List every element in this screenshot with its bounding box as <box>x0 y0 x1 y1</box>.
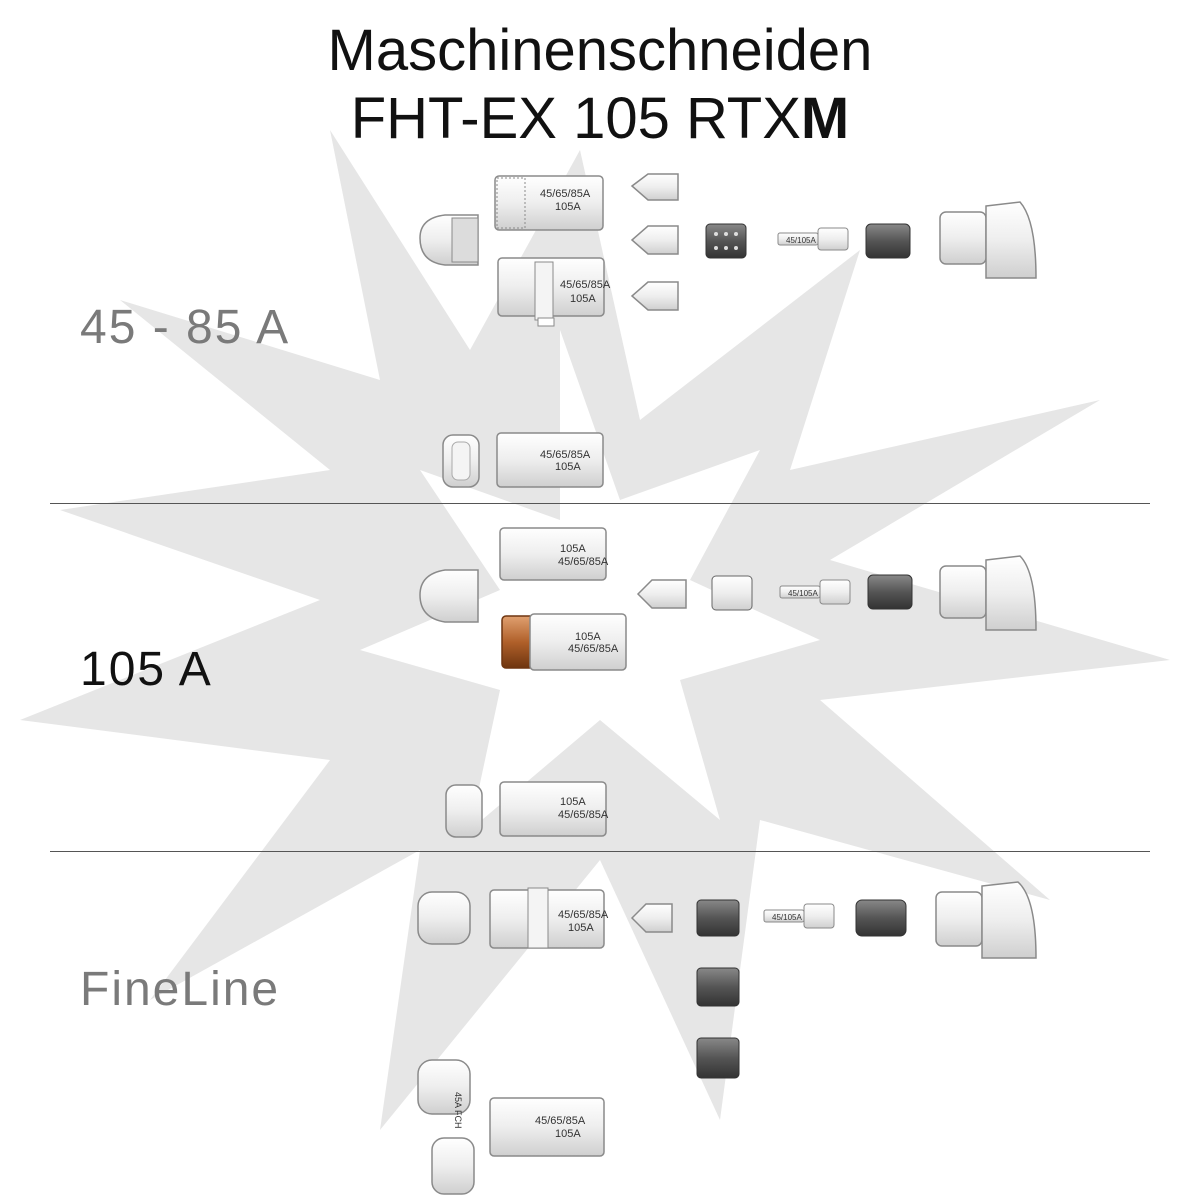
swirl-ring-105 <box>711 575 753 611</box>
electrode-105: 45/105A <box>779 579 851 605</box>
title-model-suffix: M <box>800 86 850 151</box>
part-label-secondary: 45/65/85A <box>568 643 619 655</box>
retaining-cap-105-copper: 105A 45/65/85A <box>501 613 627 671</box>
swirl-ring <box>705 223 747 259</box>
part-label: 45/65/85A <box>560 279 611 291</box>
retaining-cap-45-85-ohmic: 45/65/85A 105A <box>497 257 611 327</box>
nozzle-85a <box>630 281 679 311</box>
shield-flat-105 <box>445 784 483 838</box>
title-model: FHT-EX 105 RTX <box>350 86 801 151</box>
part-label: 45/105A <box>788 589 818 598</box>
swirl-ring-fineline-3 <box>696 1037 740 1079</box>
electrode-holder-fineline <box>855 899 907 937</box>
section-divider-2 <box>50 851 1150 852</box>
shield-flat-fineline <box>431 1137 475 1195</box>
swirl-ring-fineline-2 <box>696 967 740 1007</box>
section-label-105: 105 A <box>80 643 213 696</box>
part-code: 105A <box>555 201 581 213</box>
part-label: 105A <box>575 631 601 643</box>
torch-head-fineline <box>935 881 1037 959</box>
retaining-cap-fineline-bottom: 45/65/85A 105A <box>489 1097 605 1157</box>
electrode-fineline: 45/105A <box>763 903 835 929</box>
part-label: 45/65/85A <box>558 909 609 921</box>
torch-head-105 <box>939 555 1037 631</box>
part-label: 45/65/85A <box>540 188 591 200</box>
part-label: 45/105A <box>772 913 802 922</box>
part-label: 45/65/85A <box>540 449 591 461</box>
part-label: 45/105A <box>786 236 816 245</box>
nozzle-cap-105 <box>419 569 479 623</box>
retaining-cap-105-bottom: 105A 45/65/85A <box>499 781 609 837</box>
swirl-ring-fineline-1 <box>696 899 740 937</box>
part-label: 105A <box>560 796 586 808</box>
title-line-2: FHT-EX 105 RTXM <box>0 88 1200 150</box>
part-label-secondary: 45/65/85A <box>558 809 609 821</box>
electrode-holder <box>865 223 911 259</box>
retaining-cap-105-top: 105A 45/65/85A <box>499 527 609 581</box>
part-label: 45/65/85A <box>535 1115 586 1127</box>
part-label-secondary: 45/65/85A <box>558 556 609 568</box>
section-label-45-85: 45 - 85 A <box>80 301 291 354</box>
nozzle-105a <box>636 579 687 609</box>
nozzle-cap-fineline <box>417 891 471 945</box>
retaining-cap-45-85-bottom: 45/65/85A 105A <box>496 432 604 488</box>
part-code: 105A <box>555 461 581 473</box>
nozzle-65a <box>630 225 679 255</box>
nozzle-fineline <box>630 903 673 933</box>
part-code: 105A <box>555 1128 581 1140</box>
nozzle-cap-fineline-45a-fch: 45A FCH <box>417 1059 471 1129</box>
part-label: 105A <box>560 543 586 555</box>
part-code: 105A <box>568 922 594 934</box>
retaining-cap-fineline: 45/65/85A 105A <box>489 887 609 949</box>
nozzle-45a <box>630 173 679 201</box>
title-line-1: Maschinenschneiden <box>327 18 873 83</box>
retaining-cap-45-85-top: 45/65/85A 105A <box>494 175 604 231</box>
section-divider-1 <box>50 503 1150 504</box>
part-code: 105A <box>570 293 596 305</box>
shield-flat <box>442 434 480 488</box>
electrode: 45/105A <box>777 227 849 251</box>
torch-head <box>939 201 1037 279</box>
nozzle-cap <box>419 214 479 266</box>
part-label: 45A FCH <box>453 1092 463 1129</box>
section-label-fineline: FineLine <box>80 963 281 1016</box>
electrode-holder-105 <box>867 574 913 610</box>
